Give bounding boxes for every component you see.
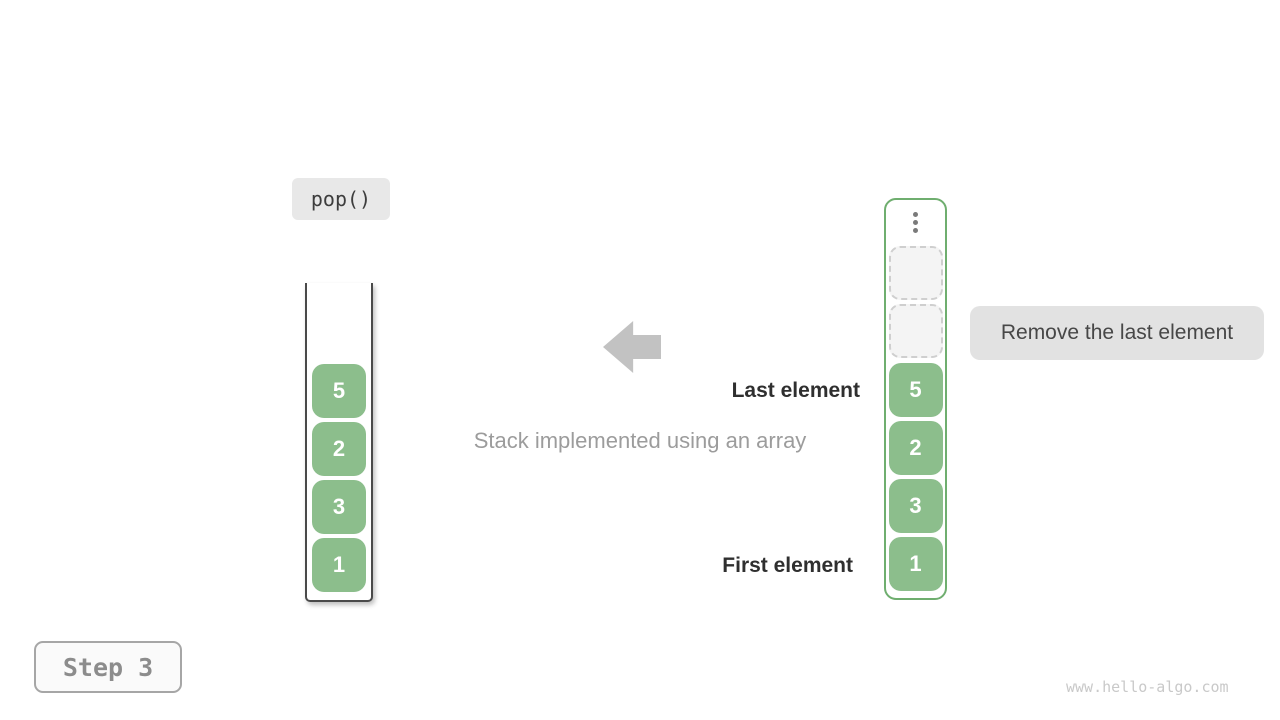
- pop-operation-label: pop(): [310, 187, 372, 211]
- ellipsis-dot: [913, 220, 918, 225]
- array-stack-cell: 2: [312, 422, 366, 476]
- array-stack-container: 5 2 3 1: [305, 283, 373, 602]
- step-indicator: Step 3: [34, 641, 182, 693]
- conceptual-stack-cell: 5: [888, 363, 943, 417]
- ellipsis-icon: [913, 212, 918, 233]
- array-stack-cell: 5: [312, 364, 366, 418]
- conceptual-stack-cell: 3: [888, 479, 943, 533]
- diagram-caption: Stack implemented using an array: [473, 428, 807, 453]
- conceptual-stack-container: 5 2 3 1: [884, 198, 947, 600]
- array-stack-cell: 1: [312, 538, 366, 592]
- conceptual-stack-cell: 2: [888, 421, 943, 475]
- conceptual-stack-cell: 1: [888, 537, 943, 591]
- watermark: www.hello-algo.com: [1066, 678, 1229, 696]
- empty-slot: [888, 246, 943, 300]
- remove-annotation: Remove the last element: [970, 306, 1264, 360]
- ellipsis-dot: [913, 228, 918, 233]
- first-element-label: First element: [722, 554, 853, 577]
- left-arrow-icon: [603, 321, 661, 373]
- array-stack-cell: 3: [312, 480, 366, 534]
- pop-operation-badge: pop(): [292, 178, 390, 220]
- ellipsis-dot: [913, 212, 918, 217]
- empty-slot: [888, 304, 943, 358]
- last-element-label: Last element: [731, 379, 860, 402]
